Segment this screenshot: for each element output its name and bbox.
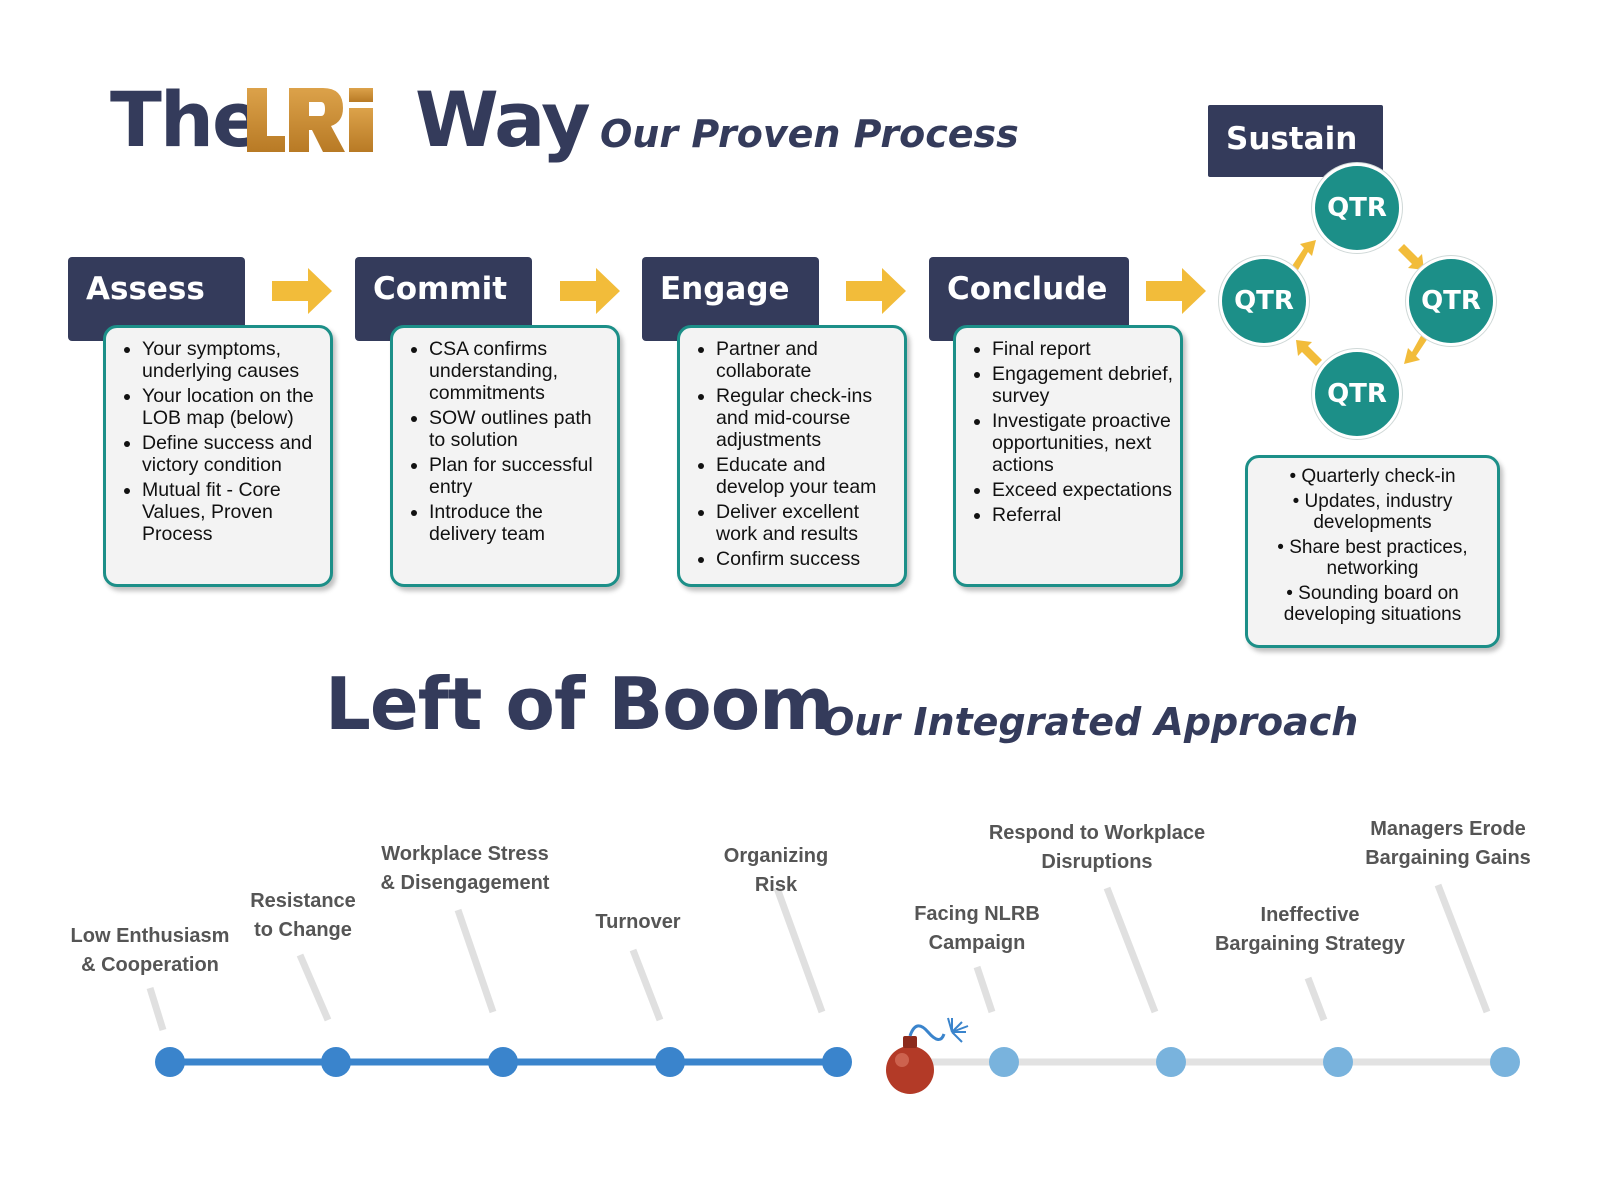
title-way: Way <box>415 75 591 164</box>
list-item: Quarterly check-in <box>1252 466 1493 487</box>
arrow-right-icon <box>1146 268 1206 314</box>
list-item: Engagement debrief, survey <box>992 363 1174 407</box>
timeline-leader <box>1434 883 1491 1014</box>
qtr-node-right: QTR <box>1406 256 1496 346</box>
timeline-leader <box>454 908 497 1014</box>
list-item: Sounding board on developing situations <box>1252 583 1493 625</box>
qtr-node-left: QTR <box>1219 256 1309 346</box>
timeline-leader <box>773 886 826 1014</box>
step-box-commit: CSA confirms understanding, commitments … <box>390 325 620 587</box>
list-item: Deliver excellent work and results <box>716 501 898 545</box>
list-item: Educate and develop your team <box>716 454 898 498</box>
list-item: Define success and victory condition <box>142 432 324 476</box>
qtr-node-top: QTR <box>1312 163 1402 253</box>
list-item: CSA confirms understanding, commitments <box>429 338 611 404</box>
list-item: Your symptoms, underlying causes <box>142 338 324 382</box>
bomb-icon <box>886 1017 969 1094</box>
boom-subtitle: Our Integrated Approach <box>822 700 1359 744</box>
list-item: Investigate proactive opportunities, nex… <box>992 410 1174 476</box>
timeline-node-past <box>822 1047 852 1077</box>
list-item: Partner and collaborate <box>716 338 898 382</box>
lri-logo <box>247 88 373 152</box>
list-item: SOW outlines path to solution <box>429 407 611 451</box>
timeline-node-future <box>1323 1047 1353 1077</box>
list-item: Regular check-ins and mid-course adjustm… <box>716 385 898 451</box>
timeline-leader <box>296 953 332 1022</box>
title-the: The <box>110 75 263 164</box>
timeline-node-past <box>155 1047 185 1077</box>
timeline-node-past <box>321 1047 351 1077</box>
timeline-leader <box>1103 886 1159 1014</box>
sustain-box: Quarterly check-in Updates, industry dev… <box>1245 455 1500 648</box>
timeline-node-past <box>655 1047 685 1077</box>
timeline-node-future <box>989 1047 1019 1077</box>
list-item: Share best practices, networking <box>1252 537 1493 579</box>
list-item: Updates, industry developments <box>1252 491 1493 533</box>
step-box-conclude: Final report Engagement debrief, survey … <box>953 325 1183 587</box>
timeline-leader <box>629 948 664 1022</box>
list-item: Final report <box>992 338 1174 360</box>
timeline-leader <box>146 986 167 1032</box>
timeline-node-future <box>1490 1047 1520 1077</box>
timeline-label: Workplace Stress& Disengagement <box>380 843 550 894</box>
title-subtitle: Our Proven Process <box>600 112 1019 156</box>
qtr-node-bottom: QTR <box>1312 349 1402 439</box>
list-item: Confirm success <box>716 548 898 570</box>
list-item: Exceed expectations <box>992 479 1174 501</box>
list-item: Your location on the LOB map (below) <box>142 385 324 429</box>
list-item: Introduce the delivery team <box>429 501 611 545</box>
timeline-leader <box>973 965 996 1014</box>
timeline-node-past <box>488 1047 518 1077</box>
cycle-arrows-icon <box>1292 240 1428 366</box>
step-box-assess: Your symptoms, underlying causes Your lo… <box>103 325 333 587</box>
timeline-label: Turnover <box>595 911 681 933</box>
step-box-engage: Partner and collaborate Regular check-in… <box>677 325 907 587</box>
timeline-label: Low Enthusiasm& Cooperation <box>70 925 230 976</box>
boom-title: Left of Boom <box>325 662 834 746</box>
arrow-right-icon <box>560 268 620 314</box>
timeline-leader <box>1304 976 1328 1022</box>
list-item: Plan for successful entry <box>429 454 611 498</box>
arrow-right-icon <box>272 268 332 314</box>
list-item: Mutual fit - Core Values, Proven Process <box>142 479 324 545</box>
timeline-node-future <box>1156 1047 1186 1077</box>
list-item: Referral <box>992 504 1174 526</box>
arrow-right-icon <box>846 268 906 314</box>
